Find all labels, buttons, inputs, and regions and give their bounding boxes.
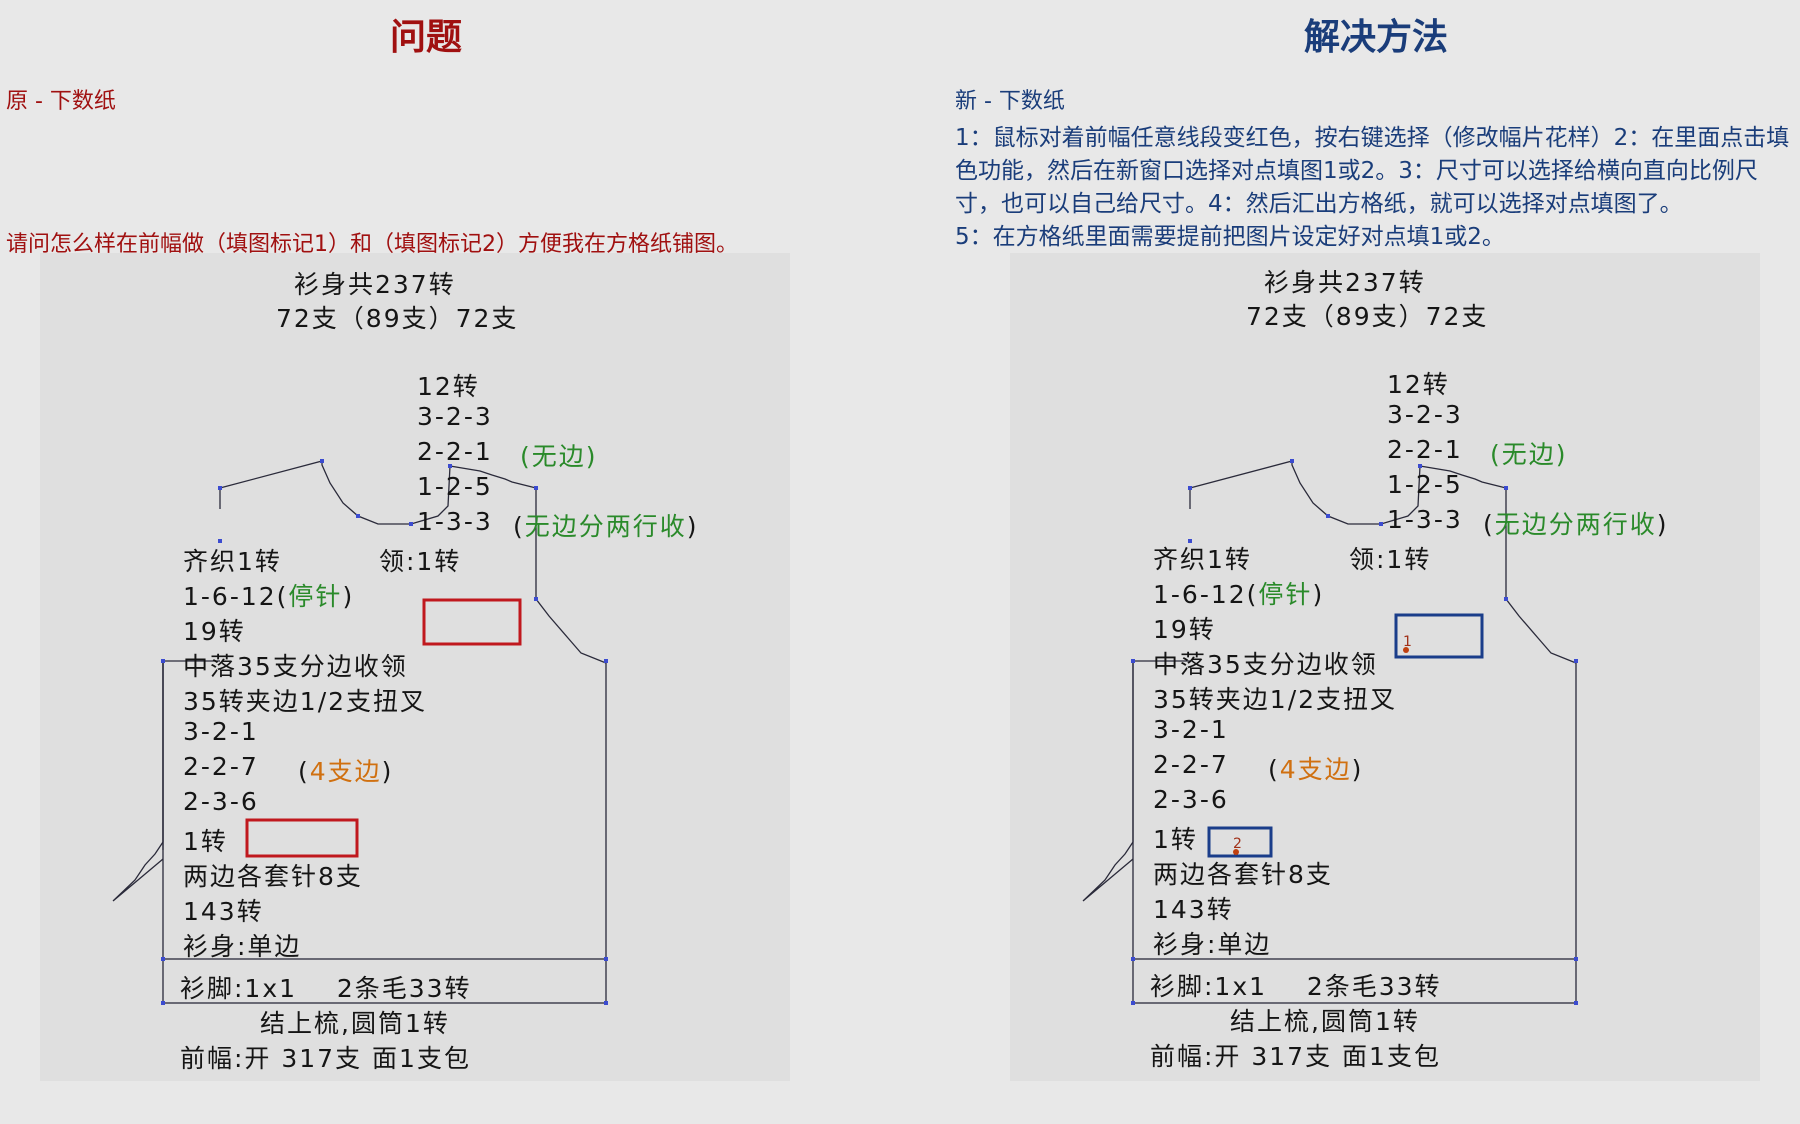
old-sheet-label: 原 - 下数纸 <box>6 89 116 114</box>
rows-1-label: 1转 <box>1153 825 1198 854</box>
paren-close: ) <box>686 512 699 541</box>
no-edge-note: (无边) <box>1490 440 1568 469</box>
body-label: 衫身:单边 <box>183 932 302 961</box>
solution-step: 1：鼠标对着前幅任意线段变红色，按右键选择（修改幅片花样）2：在里面点击填色功能… <box>955 125 1790 217</box>
flat-knit-label: 齐织1转 <box>183 547 282 576</box>
stop-text: 停针 <box>1258 580 1313 609</box>
front-label: 前幅:开 317支 面1支包 <box>180 1044 471 1073</box>
original-pattern-panel: 衫身共237转 72支（89支）72支 12转 3-2-3 2-2-1 1-2-… <box>40 253 790 1081</box>
collar-label: 领:1转 <box>1349 545 1432 574</box>
solution-steps: 1：鼠标对着前幅任意线段变红色，按右键选择（修改幅片花样）2：在里面点击填色功能… <box>955 122 1795 254</box>
paren-close: ) <box>381 757 394 786</box>
stop-needle-label: 1-6-12(停针) <box>1153 575 1324 611</box>
stop-pre: 1-6-12( <box>1153 580 1259 609</box>
no-edge-two-rows-text: 无边分两行收 <box>524 512 687 541</box>
stop-pre: 1-6-12( <box>183 582 289 611</box>
rows-143-label: 143转 <box>183 897 264 926</box>
total-rows-label: 衫身共237转 <box>294 270 456 299</box>
neck-dec-125: 1-2-5 <box>1387 470 1463 499</box>
paren-open: ( <box>513 512 525 541</box>
paren-open: ( <box>1483 510 1495 539</box>
fill-marker-box-2[interactable] <box>245 818 359 858</box>
stop-post: ) <box>342 582 355 611</box>
marker-dot <box>1233 849 1239 855</box>
neck-dec-323: 3-2-3 <box>1387 400 1463 429</box>
marker-dot <box>1403 647 1409 653</box>
no-edge-two-rows-note: (无边分两行收) <box>513 507 699 543</box>
fill-point-marker-2: 2 <box>1233 836 1242 852</box>
center-drop-label: 中落35支分边收领 <box>1153 650 1378 679</box>
paren-open: ( <box>1268 755 1280 784</box>
four-edge-text: 4支边 <box>309 757 382 786</box>
center-drop-label: 中落35支分边收领 <box>183 652 408 681</box>
fill-point-box-2[interactable] <box>1207 826 1273 858</box>
cast-off-label: 两边各套针8支 <box>1153 860 1333 889</box>
paren-close: ) <box>1351 755 1364 784</box>
rows-143-label: 143转 <box>1153 895 1234 924</box>
neck-dec-125: 1-2-5 <box>417 472 493 501</box>
neck-dec-221: 2-2-1 <box>1387 435 1463 464</box>
front-label: 前幅:开 317支 面1支包 <box>1150 1042 1441 1071</box>
no-edge-two-rows-note: (无边分两行收) <box>1483 505 1669 541</box>
hem-label: 衫脚:1x1 2条毛33转 <box>1150 972 1442 1001</box>
cast-off-label: 两边各套针8支 <box>183 862 363 891</box>
collar-label: 领:1转 <box>379 547 462 576</box>
stop-needle-label: 1-6-12(停针) <box>183 577 354 613</box>
fill-point-box-1[interactable] <box>1394 613 1484 659</box>
problem-title: 问题 <box>390 17 463 58</box>
four-edge-note: (4支边) <box>1268 750 1363 786</box>
paren-open: ( <box>298 757 310 786</box>
neck-rows-label: 12转 <box>417 372 480 401</box>
rows-1-label: 1转 <box>183 827 228 856</box>
arm-dec-321: 3-2-1 <box>1153 715 1229 744</box>
question-text: 请问怎么样在前幅做（填图标记1）和（填图标记2）方便我在方格纸铺图。 <box>6 232 738 257</box>
fill-point-marker-1: 1 <box>1403 634 1412 650</box>
neck-rows-label: 12转 <box>1387 370 1450 399</box>
stop-post: ) <box>1312 580 1325 609</box>
neck-dec-221: 2-2-1 <box>417 437 493 466</box>
armhole-label: 35转夹边1/2支扭叉 <box>183 687 428 716</box>
neck-dec-323: 3-2-3 <box>417 402 493 431</box>
armhole-label: 35转夹边1/2支扭叉 <box>1153 685 1398 714</box>
arm-dec-236: 2-3-6 <box>1153 785 1229 814</box>
four-edge-text: 4支边 <box>1279 755 1352 784</box>
solution-title: 解决方法 <box>1304 17 1449 58</box>
end-label: 结上梳,圆筒1转 <box>1230 1007 1420 1036</box>
no-edge-note: (无边) <box>520 442 598 471</box>
fill-marker-box-1[interactable] <box>422 598 522 646</box>
no-edge-two-rows-text: 无边分两行收 <box>1494 510 1657 539</box>
flat-knit-label: 齐织1转 <box>1153 545 1252 574</box>
arm-dec-321: 3-2-1 <box>183 717 259 746</box>
neck-dec-133: 1-3-3 <box>1387 505 1463 534</box>
four-edge-note: (4支边) <box>298 752 393 788</box>
arm-dec-227: 2-2-7 <box>1153 750 1229 779</box>
stitch-count-label: 72支（89支）72支 <box>276 304 519 333</box>
new-pattern-panel: 1 2 衫身共237转 72支（89支）72支 12转 3-2-3 2-2-1 … <box>1010 253 1760 1081</box>
arm-dec-227: 2-2-7 <box>183 752 259 781</box>
arm-dec-236: 2-3-6 <box>183 787 259 816</box>
rows-19-label: 19转 <box>183 617 246 646</box>
hem-label: 衫脚:1x1 2条毛33转 <box>180 974 472 1003</box>
neck-dec-133: 1-3-3 <box>417 507 493 536</box>
stop-text: 停针 <box>288 582 343 611</box>
body-label: 衫身:单边 <box>1153 930 1272 959</box>
end-label: 结上梳,圆筒1转 <box>260 1009 450 1038</box>
new-sheet-label: 新 - 下数纸 <box>955 89 1065 114</box>
rows-19-label: 19转 <box>1153 615 1216 644</box>
garment-outline[interactable]: 1 2 <box>1010 253 1760 1081</box>
stitch-count-label: 72支（89支）72支 <box>1246 302 1489 331</box>
paren-close: ) <box>1656 510 1669 539</box>
total-rows-label: 衫身共237转 <box>1264 268 1426 297</box>
solution-step: 5：在方格纸里面需要提前把图片设定好对点填1或2。 <box>955 224 1505 250</box>
garment-outline[interactable] <box>40 253 790 1081</box>
